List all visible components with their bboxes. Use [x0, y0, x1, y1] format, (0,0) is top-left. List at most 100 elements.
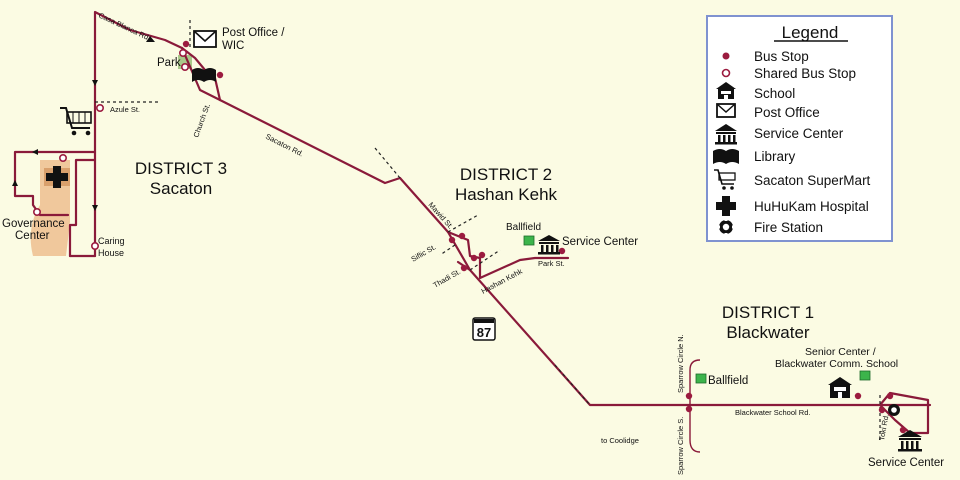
library-icon [192, 68, 216, 82]
service-center-d2-icon [538, 235, 560, 255]
bus-stop[interactable] [685, 405, 693, 413]
legend-item-label: Sacaton SuperMart [754, 173, 871, 188]
shared-bus-stop[interactable] [91, 242, 100, 251]
bus-stops [182, 40, 907, 434]
siflic-st-dash [439, 244, 456, 256]
bus-stop[interactable] [460, 264, 468, 272]
street-sparrow-s: Sparrow Circle S. [676, 417, 685, 475]
district-1-place: Blackwater [726, 323, 809, 342]
bus-stop-icon [722, 52, 730, 60]
ballfield-d1-icon [695, 373, 707, 384]
legend-item-label: Post Office [754, 105, 820, 120]
legend: Legend Bus Stop Shared Bus Stop School P… [706, 15, 893, 242]
ballfield-d2-icon [523, 235, 535, 246]
shared-bus-stop[interactable] [96, 104, 105, 113]
street-blackwater-school: Blackwater School Rd. [735, 408, 810, 417]
sparrow-circle-bracket [689, 359, 701, 453]
street-casa-blanca: Casa Blanca Rd. [97, 11, 152, 43]
district-2-name: DISTRICT 2 [460, 165, 552, 184]
bus-stop[interactable] [470, 254, 478, 262]
legend-item-label: Fire Station [754, 220, 823, 235]
bus-stop[interactable] [854, 392, 862, 400]
to-coolidge-label: to Coolidge [601, 436, 639, 445]
direction-arrow [146, 36, 155, 42]
fire-station-icon [717, 218, 735, 236]
post-office-wic-label-line2: WIC [222, 40, 244, 52]
post-office-wic-label-line1: Post Office / [222, 27, 285, 39]
ballfield-d2-label: Ballfield [506, 222, 541, 233]
district-3-place: Sacaton [150, 179, 212, 198]
district-2-place: Hashan Kehk [455, 185, 558, 204]
bus-stop[interactable] [886, 392, 894, 400]
legend-item-label: Shared Bus Stop [754, 66, 856, 81]
legend-item-label: School [754, 86, 795, 101]
coolidge-dash [554, 364, 591, 406]
street-azule: Azule St. [110, 105, 140, 114]
street-church: Church St. [191, 102, 212, 138]
library-icon [713, 149, 739, 164]
direction-arrow [92, 205, 98, 211]
ballfield-d1-label: Ballfield [708, 375, 748, 387]
shared-bus-stop[interactable] [179, 48, 188, 57]
thadi-st-dash [469, 249, 501, 271]
post-office-icon [716, 103, 736, 118]
shared-bus-stop[interactable] [32, 208, 41, 217]
legend-item-label: Service Center [754, 126, 844, 141]
senior-center-ballfield-icon [859, 370, 871, 381]
route-governance [13, 150, 97, 217]
street-sparrow-n: Sparrow Circle N. [676, 334, 685, 393]
shared-bus-stop[interactable] [181, 62, 190, 71]
route-hashan-kehk-loop [446, 230, 570, 280]
bus-stop[interactable] [878, 406, 886, 414]
route-sacaton-loop [93, 10, 932, 407]
direction-arrow [32, 149, 38, 155]
district-1-name: DISTRICT 1 [722, 303, 814, 322]
legend-title: Legend [782, 23, 839, 42]
street-sacaton-rd: Sacaton Rd. [264, 132, 305, 159]
street-siflic: Siflic St. [410, 242, 438, 263]
senior-center-label-line1: Senior Center / [805, 346, 876, 358]
highway-87-shield: 87 [472, 317, 496, 341]
fire-station-icon [888, 404, 900, 416]
legend-item-label: HuHuKam Hospital [754, 199, 869, 214]
street-hashan-kehk: Hashan Kehk [480, 267, 524, 296]
bus-stop[interactable] [458, 232, 466, 240]
bus-stop[interactable] [685, 392, 693, 400]
direction-arrow [12, 180, 18, 186]
caring-house-label-line1: Caring [98, 236, 125, 246]
shared-bus-stop-icon [721, 68, 731, 78]
senior-center-label-line2: Blackwater Comm. School [775, 358, 898, 370]
shopping-cart-icon [60, 107, 92, 136]
park-label: Park [157, 57, 181, 69]
legend-item-label: Library [754, 149, 796, 164]
legend-item-label: Bus Stop [754, 49, 809, 64]
governance-center-label-line1: Governance [2, 218, 65, 230]
post-office-icon [193, 30, 217, 48]
sacaton-rd-dash [374, 147, 401, 179]
bus-stop[interactable] [216, 71, 224, 79]
route-sacaton-inner [68, 158, 97, 258]
service-center-icon [715, 124, 737, 145]
bus-stop[interactable] [558, 247, 566, 255]
hospital-icon [716, 196, 736, 216]
street-park-st: Park St. [538, 259, 565, 268]
bus-stop[interactable] [899, 426, 907, 434]
service-center-d1-icon [898, 430, 922, 452]
hospital-icon [44, 166, 70, 188]
street-toki: Toki Rd. [877, 413, 891, 441]
shared-bus-stop[interactable] [58, 154, 67, 163]
street-thadi: Thadi St. [432, 267, 462, 290]
service-center-d2-label: Service Center [562, 236, 638, 248]
shared-bus-stops [32, 48, 190, 251]
bus-stop[interactable] [182, 40, 190, 48]
street-mawid: Mawid St. [427, 200, 456, 230]
bus-stop[interactable] [448, 236, 456, 244]
bus-stop[interactable] [478, 251, 486, 259]
district-3-name: DISTRICT 3 [135, 159, 227, 178]
school-icon [828, 377, 852, 398]
direction-arrow [92, 80, 98, 86]
governance-center-label-line2: Center [15, 230, 50, 242]
caring-house-label-line2: House [98, 248, 124, 258]
